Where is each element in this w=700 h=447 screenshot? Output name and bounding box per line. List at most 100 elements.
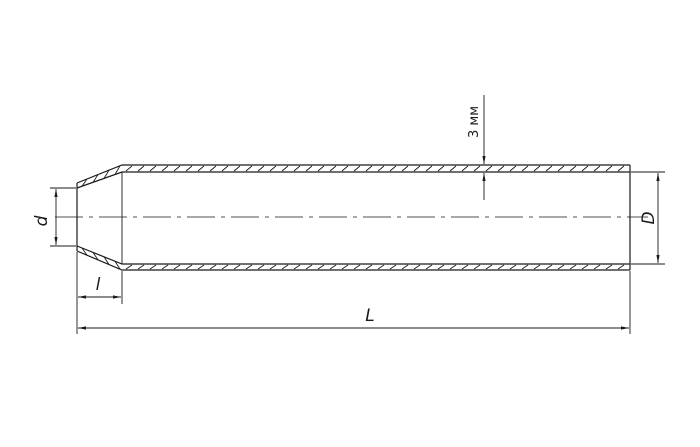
hatch-line: [245, 165, 253, 172]
hatch-line: [197, 165, 205, 172]
hatch-line: [545, 264, 553, 270]
hatch-line: [425, 264, 433, 270]
hatch-line: [413, 264, 421, 270]
hatch-line: [365, 264, 373, 270]
hatch-line: [341, 264, 349, 270]
hatch-line: [329, 264, 337, 270]
hatch-line: [437, 165, 445, 172]
hatch-line: [497, 264, 505, 270]
hatch-line: [281, 165, 289, 172]
hatch-line: [173, 264, 181, 270]
hatch-line: [257, 264, 265, 270]
label-L: L: [365, 306, 374, 326]
hatch-line: [149, 264, 157, 270]
hatch-line: [533, 264, 541, 270]
label-D: D: [639, 211, 659, 224]
hatch-line: [593, 165, 601, 172]
bottom-outer-line: [76, 250, 630, 271]
top-inner-line: [76, 171, 630, 189]
hatch-line: [353, 264, 361, 270]
hatch-line: [149, 165, 157, 172]
hatch-line: [233, 165, 241, 172]
dimension-wall: 3 мм: [467, 95, 486, 200]
dimension-L: L: [76, 271, 631, 334]
hatch-line: [497, 165, 505, 172]
hatch-line: [449, 264, 457, 270]
label-l: l: [96, 275, 101, 295]
hatch-line: [569, 264, 577, 270]
hatch-line: [485, 264, 493, 270]
hatch-line: [449, 165, 457, 172]
hatch-line: [461, 165, 469, 172]
hatch-line: [305, 165, 313, 172]
hatch-line: [377, 264, 385, 270]
hatch-line: [103, 169, 110, 179]
hatch-line: [293, 165, 301, 172]
hatch-line: [413, 165, 421, 172]
hatch-line: [103, 256, 110, 265]
hatch-line: [245, 264, 253, 270]
hatch-line: [353, 165, 361, 172]
hatch-line: [197, 264, 205, 270]
hatch-line: [401, 264, 409, 270]
hatch-line: [269, 264, 277, 270]
hatch-line: [521, 264, 529, 270]
hatch-line: [461, 264, 469, 270]
dimension-l: l: [76, 252, 123, 304]
hatch-line: [92, 174, 99, 183]
hatch-line: [401, 165, 409, 172]
hatch-line: [377, 165, 385, 172]
hatch-line: [114, 260, 121, 270]
hatch-line: [269, 165, 277, 172]
hatch-line: [233, 264, 241, 270]
hatch-line: [389, 264, 397, 270]
top-wall-hatching: [81, 165, 625, 187]
hatch-line: [137, 264, 145, 270]
hatch-line: [605, 264, 613, 270]
hatch-line: [521, 165, 529, 172]
hatch-line: [125, 165, 133, 172]
hatch-line: [533, 165, 541, 172]
bottom-wall-hatching: [81, 247, 625, 270]
hatch-line: [137, 165, 145, 172]
hatch-line: [293, 264, 301, 270]
hatch-line: [509, 165, 517, 172]
hatch-line: [221, 264, 229, 270]
hatch-line: [581, 165, 589, 172]
hatch-line: [305, 264, 313, 270]
hatch-line: [257, 165, 265, 172]
hatch-line: [557, 264, 565, 270]
hatch-line: [185, 264, 193, 270]
hatch-line: [114, 165, 121, 175]
hatch-line: [425, 165, 433, 172]
hatch-line: [581, 264, 589, 270]
dimension-D: D: [631, 171, 665, 265]
hatch-line: [473, 165, 481, 172]
hatch-line: [605, 165, 613, 172]
hatch-line: [485, 165, 493, 172]
hatch-line: [281, 264, 289, 270]
tube-body: [76, 164, 631, 271]
hatch-line: [81, 178, 88, 187]
hatch-line: [161, 264, 169, 270]
hatch-line: [617, 264, 625, 270]
hatch-line: [389, 165, 397, 172]
hatch-line: [329, 165, 337, 172]
hatch-line: [569, 165, 577, 172]
label-d: d: [32, 215, 52, 226]
hatch-line: [617, 165, 625, 172]
hatch-line: [437, 264, 445, 270]
dimension-d: d: [32, 187, 76, 247]
hatch-line: [341, 165, 349, 172]
hatch-line: [221, 165, 229, 172]
hatch-line: [317, 165, 325, 172]
hatch-line: [365, 165, 373, 172]
hatch-line: [125, 264, 133, 270]
hatch-line: [173, 165, 181, 172]
hatch-line: [317, 264, 325, 270]
hatch-line: [209, 165, 217, 172]
hatch-line: [557, 165, 565, 172]
hatch-line: [545, 165, 553, 172]
hatch-line: [161, 165, 169, 172]
